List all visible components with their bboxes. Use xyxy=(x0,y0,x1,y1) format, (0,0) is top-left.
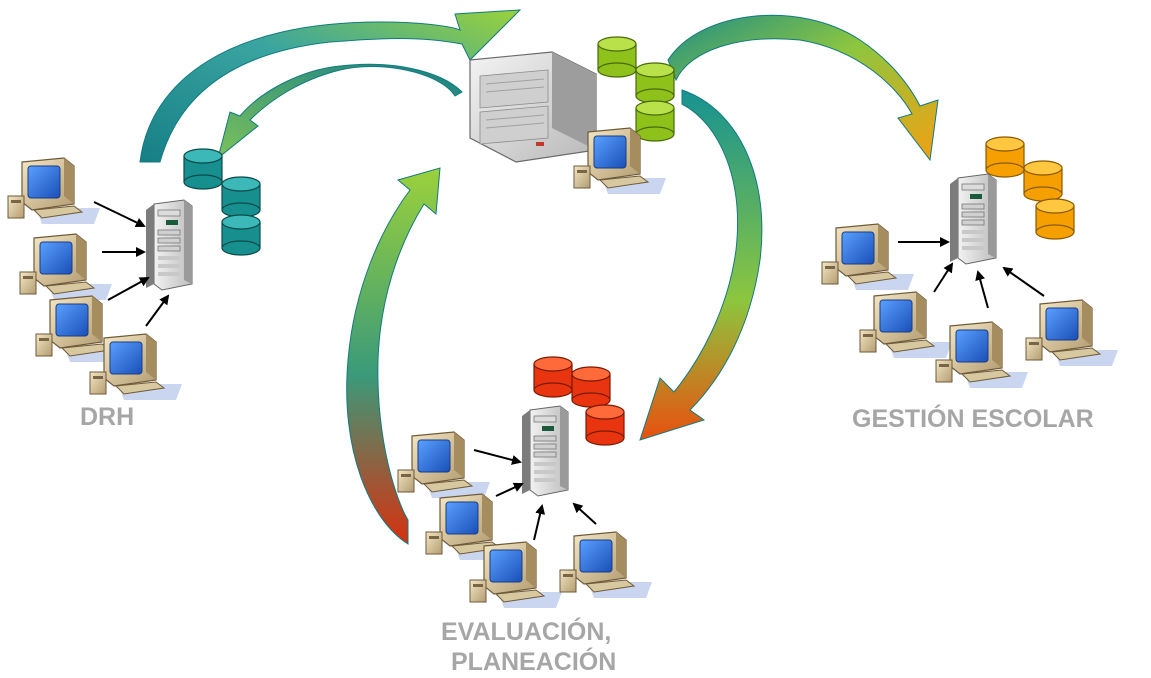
mainframe-icon xyxy=(469,51,597,163)
workstation-icon xyxy=(1025,299,1119,367)
label-evaluacion: EVALUACIÓN, xyxy=(441,618,612,646)
gestion-escolar-cluster xyxy=(821,136,1119,389)
evaluacion-cluster xyxy=(397,356,653,609)
arrow-central-to-evaluacion xyxy=(639,89,763,441)
workstation-icon xyxy=(821,223,915,291)
database-icon xyxy=(985,136,1075,240)
database-icon xyxy=(533,356,625,446)
workstation-icon xyxy=(7,157,101,225)
label-gestion-escolar: GESTIÓN ESCOLAR xyxy=(852,405,1094,433)
flow-arrows xyxy=(139,9,939,545)
workstation-icon xyxy=(859,291,953,359)
arrow-evaluacion-to-central xyxy=(346,167,441,545)
arrow-central-to-gestion xyxy=(667,14,939,162)
workstation-icon xyxy=(19,233,113,301)
label-planeacion: PLANEACIÓN xyxy=(451,648,617,676)
tower-server-icon xyxy=(145,199,193,291)
connector-arrows xyxy=(898,237,1045,309)
tower-server-icon xyxy=(521,405,569,497)
connector-arrows xyxy=(473,449,597,541)
label-drh: DRH xyxy=(80,403,135,431)
arrow-central-to-drh xyxy=(217,63,463,160)
connector-arrows xyxy=(93,201,170,327)
workstation-icon xyxy=(469,541,563,609)
workstation-icon xyxy=(559,531,653,599)
database-icon xyxy=(183,148,261,256)
arrow-drh-to-central xyxy=(139,9,522,163)
database-icon xyxy=(597,36,675,142)
workstation-icon xyxy=(89,333,183,401)
workstation-icon xyxy=(397,431,491,499)
workstation-icon xyxy=(935,321,1029,389)
central-mainframe xyxy=(469,36,675,195)
tower-server-icon xyxy=(949,173,997,265)
drh-cluster xyxy=(7,148,261,401)
